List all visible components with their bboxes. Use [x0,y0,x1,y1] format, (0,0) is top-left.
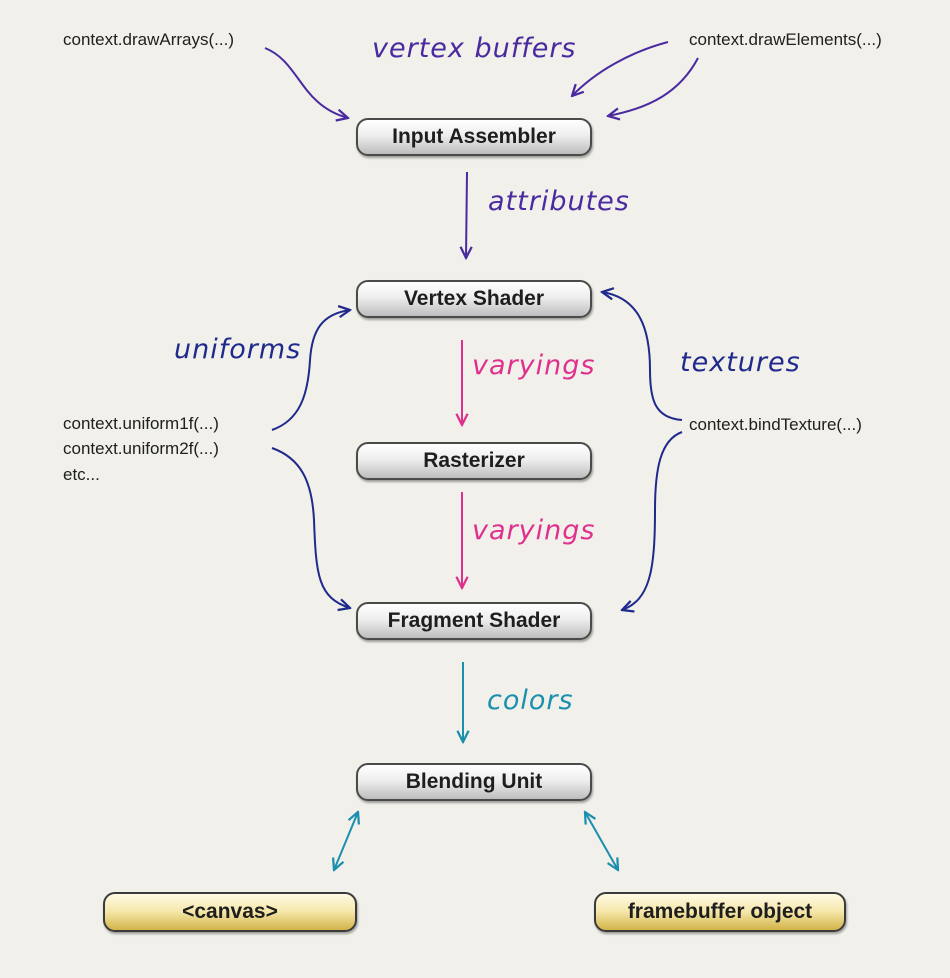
varyings-label-2: varyings [472,515,596,546]
etc-label: etc... [63,465,100,484]
arrow-textures-to-vertex-shader [602,292,683,421]
uniforms-label: uniforms [174,334,302,365]
arrow-drawelements-to-input-assembler-2 [608,57,699,116]
framebuffer-object-output: framebuffer object [594,892,846,932]
rasterizer-stage: Rasterizer [356,442,592,480]
uniform1f-call: context.uniform1f(...) [63,414,219,433]
fragment-shader-stage: Fragment Shader [356,602,592,640]
arrow-textures-to-fragment-shader [622,431,683,610]
uniform2f-call: context.uniform2f(...) [63,439,219,458]
blending-unit-stage: Blending Unit [356,763,592,801]
arrow-uniforms-to-vertex-shader [271,310,350,431]
vertex-shader-stage: Vertex Shader [356,280,592,318]
input-assembler-stage: Input Assembler [356,118,592,156]
bind-texture-call: context.bindTexture(...) [689,415,862,434]
draw-arrays-call: context.drawArrays(...) [63,30,234,49]
arrow-drawelements-to-input-assembler-1 [572,41,669,96]
varyings-label-1: varyings [472,350,596,381]
arrow-blending-canvas [334,812,358,870]
arrow-uniforms-to-fragment-shader [271,447,350,608]
draw-elements-call: context.drawElements(...) [689,30,882,49]
attributes-label: attributes [488,186,630,217]
arrow-attributes [466,171,467,258]
arrow-blending-framebuffer [585,812,618,870]
colors-label: colors [487,685,574,716]
arrow-drawarrays-to-input-assembler [264,47,348,118]
textures-label: textures [680,347,801,378]
canvas-output: <canvas> [103,892,357,932]
vertex-buffers-label: vertex buffers [372,33,577,64]
